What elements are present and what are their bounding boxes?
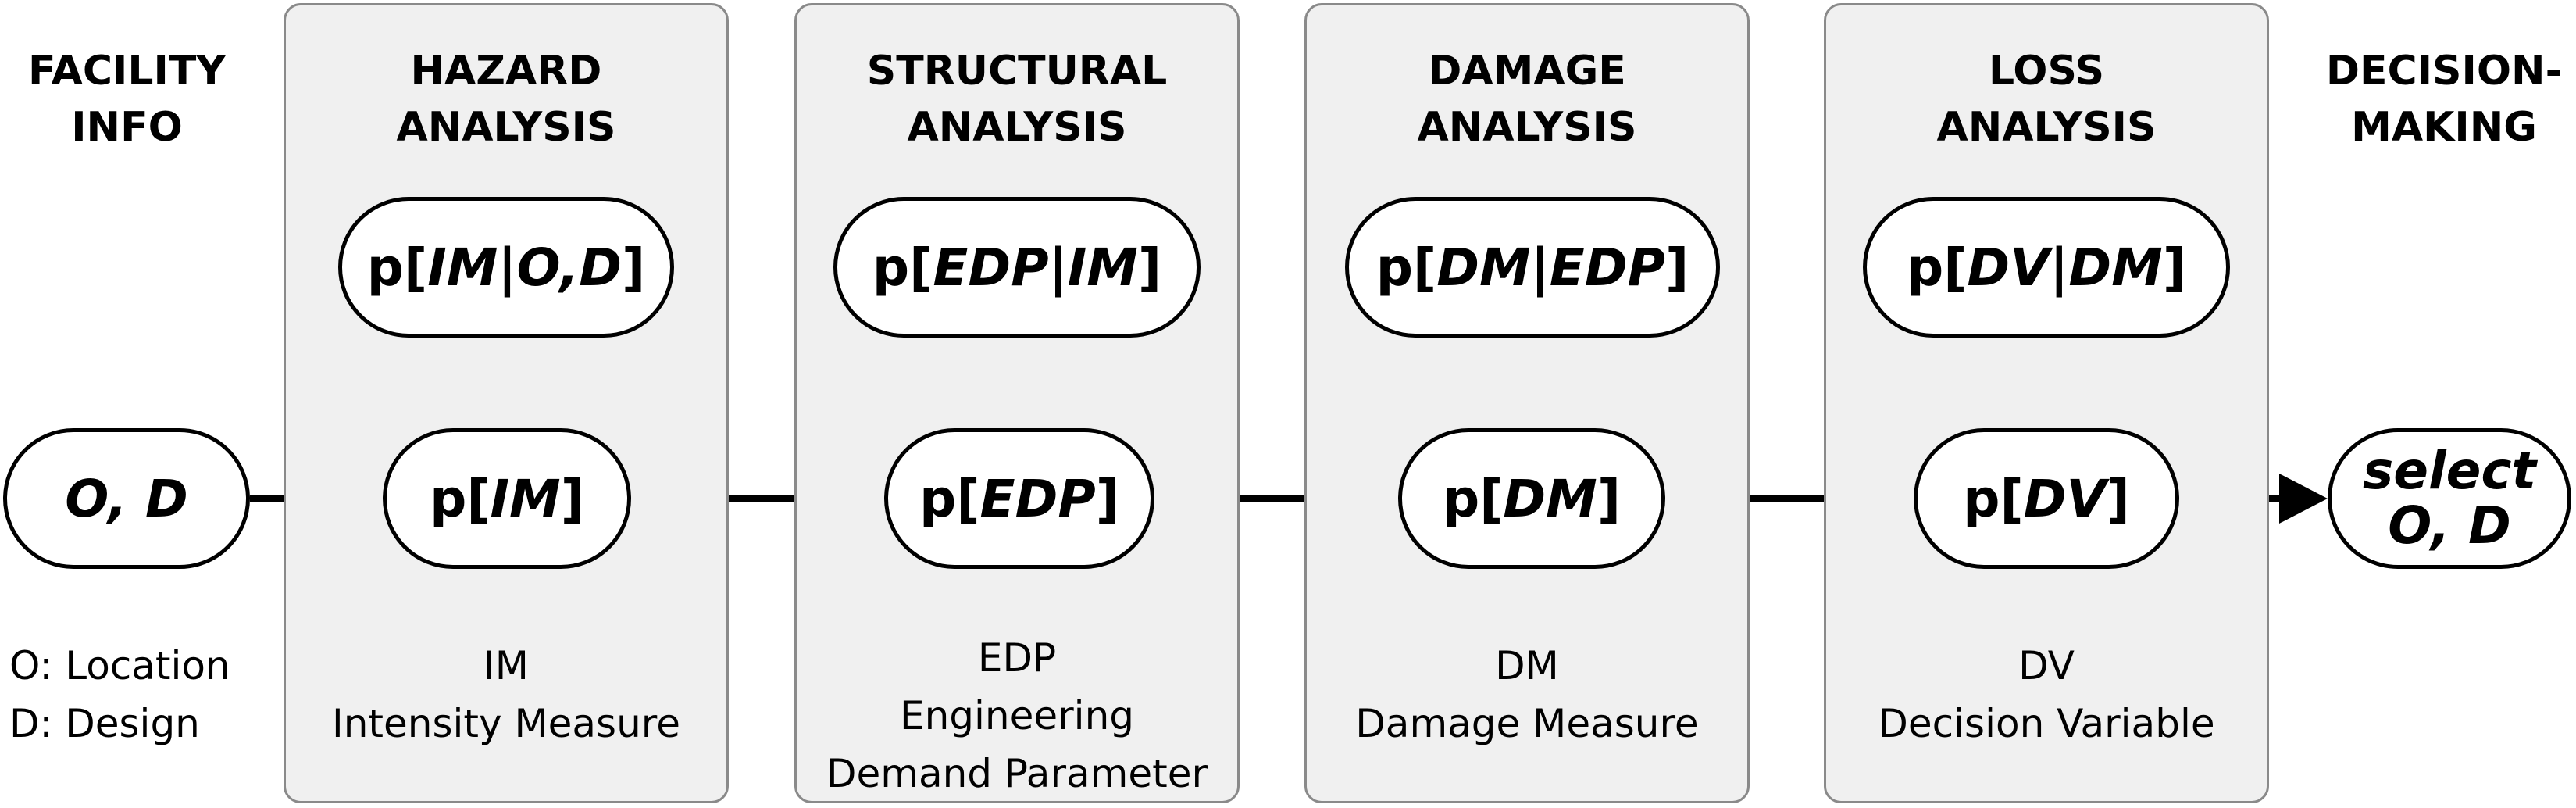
decision-making-title: DECISION- MAKING: [2325, 48, 2563, 151]
facility-legend: O: Location D: Design: [9, 643, 230, 746]
hazard-description: IM Intensity Measure: [331, 643, 681, 746]
loss-description: DV Decision Variable: [1878, 643, 2215, 746]
structural-description: EDP Engineering Demand Parameter: [826, 635, 1208, 796]
damage-analysis-title: DAMAGE ANALYSIS: [1417, 48, 1637, 151]
damage-analysis-panel: [1304, 3, 1750, 803]
damage-conditional-node: p[DM|EDP]: [1345, 197, 1720, 338]
hazard-analysis-panel: [284, 3, 729, 803]
structural-analysis-title: STRUCTURAL ANALYSIS: [866, 48, 1168, 151]
structural-analysis-panel: [794, 3, 1240, 803]
structural-node: p[EDP]: [884, 428, 1154, 569]
arrow-loss-to-decision: [2279, 474, 2328, 524]
facility-info-title: FACILITY INFO: [28, 48, 226, 151]
hazard-node: p[IM]: [383, 428, 631, 569]
structural-conditional-node: p[EDP|IM]: [833, 197, 1201, 338]
hazard-analysis-title: HAZARD ANALYSIS: [396, 48, 616, 151]
loss-node: p[DV]: [1914, 428, 2179, 569]
loss-analysis-title: LOSS ANALYSIS: [1936, 48, 2157, 151]
hazard-conditional-node: p[IM|O,D]: [338, 197, 674, 338]
damage-description: DM Damage Measure: [1355, 643, 1699, 746]
loss-analysis-panel: [1824, 3, 2269, 803]
loss-conditional-node: p[DV|DM]: [1863, 197, 2230, 338]
decision-node: select O, D: [2328, 428, 2571, 569]
damage-node: p[DM]: [1398, 428, 1665, 569]
facility-node: O, D: [3, 428, 250, 569]
